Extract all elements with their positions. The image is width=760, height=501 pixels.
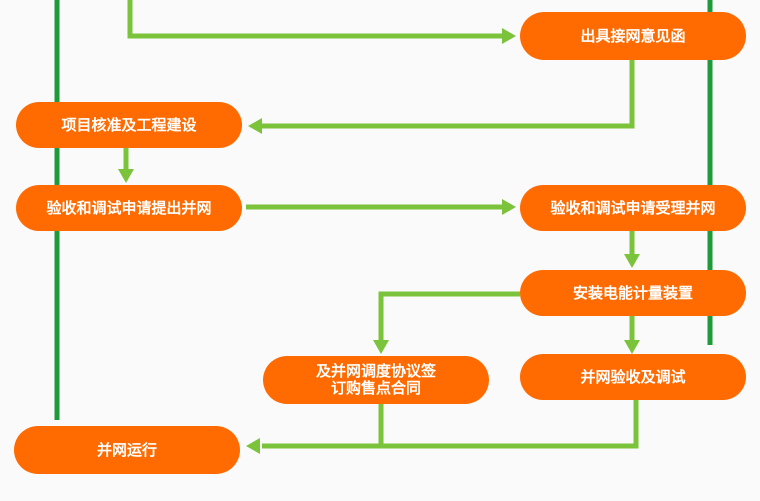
arrowhead-operation xyxy=(246,438,260,454)
node-apply-acceptance: 验收和调试申请提出并网 xyxy=(16,185,242,231)
node-acceptance-test: 并网验收及调试 xyxy=(520,354,746,400)
node-grid-connection: 并网运行 xyxy=(14,426,240,474)
arrow-to-opinion-letter xyxy=(127,0,506,39)
arrowhead-apply xyxy=(118,169,134,183)
arrowhead-accept xyxy=(502,199,516,215)
arrowhead-meter xyxy=(624,254,640,268)
arrowhead-opinion-letter xyxy=(502,28,516,44)
arrowhead-test xyxy=(624,340,640,354)
arrow-opinion-to-approval xyxy=(262,60,635,129)
node-issue-opinion-letter: 出具接网意见函 xyxy=(520,12,746,60)
arrow-test-to-operation xyxy=(262,400,639,449)
arrow-meter-to-agreement xyxy=(378,291,520,342)
node-install-meter: 安装电能计量装置 xyxy=(520,270,746,316)
arrowhead-agreement xyxy=(373,340,389,354)
node-project-approval: 项目核准及工程建设 xyxy=(16,102,242,148)
node-sign-agreement: 及并网调度协议签 订购售点合同 xyxy=(263,356,489,404)
node-accept-application: 验收和调试申请受理并网 xyxy=(520,185,746,231)
arrowhead-approval xyxy=(248,118,262,134)
